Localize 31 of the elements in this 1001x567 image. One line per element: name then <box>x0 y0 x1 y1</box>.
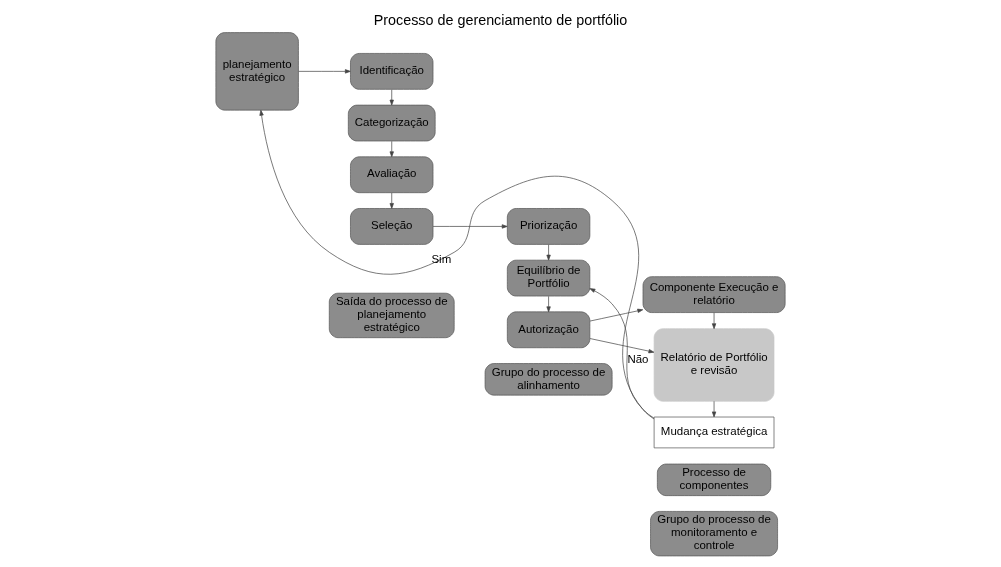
node-box: Identificação <box>350 53 434 90</box>
arrow <box>389 192 394 209</box>
edge-label: Não <box>627 352 649 365</box>
node-box: Seleção <box>350 208 434 245</box>
node-box: Mudança estratégica <box>653 416 775 449</box>
node-box: Processo de componentes <box>657 463 772 496</box>
node-box: Autorização <box>506 311 591 349</box>
arrow <box>589 288 655 419</box>
node-box: Avaliação <box>350 156 434 194</box>
node-box: Grupo do processo de monitoramento e controle <box>650 511 778 557</box>
arrow <box>546 244 551 261</box>
arrow <box>711 400 717 418</box>
arrow <box>259 109 655 420</box>
node-box: Categorização <box>347 104 436 142</box>
node-box: Componente Execução e relatório <box>642 276 786 313</box>
node-box: Saída do processo de planejamento estratégico <box>328 292 455 339</box>
diagram-title: Processo de gerenciamento de portfólio <box>373 12 628 29</box>
edge-label: Sim <box>431 253 452 266</box>
arrow <box>589 308 644 322</box>
arrow <box>711 312 717 330</box>
node-box: Relatório de Portfólio e revisão <box>653 328 775 402</box>
node-box: Grupo do processo de alinhamento <box>484 363 613 396</box>
node-box: planejamento estratégico <box>215 32 299 111</box>
arrow <box>389 89 394 106</box>
node-box: Equilíbrio de Portfólio <box>506 259 591 297</box>
node-box: Priorização <box>506 208 591 245</box>
arrow <box>589 338 655 354</box>
arrow <box>546 295 551 313</box>
arrow <box>298 69 351 74</box>
arrow <box>389 140 394 158</box>
arrow <box>432 224 508 229</box>
